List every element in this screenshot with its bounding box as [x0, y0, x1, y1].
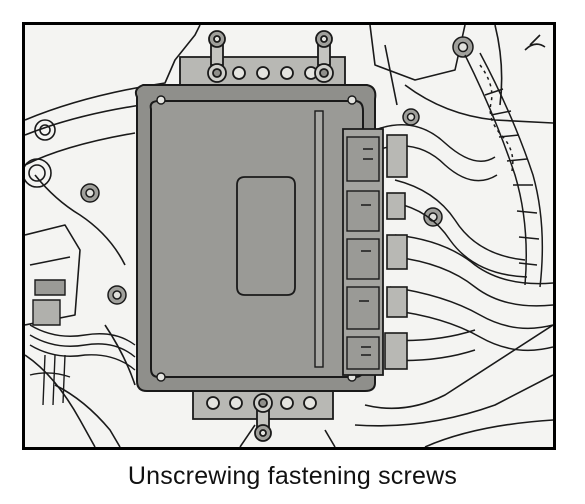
left-wiring — [29, 279, 136, 406]
figure-frame — [22, 22, 556, 450]
connector-plugs — [384, 134, 408, 370]
connector-block — [342, 128, 384, 376]
figure-caption: Unscrewing fastening screws — [127, 462, 458, 490]
loose-bolts — [80, 36, 474, 305]
screw-top-left — [207, 30, 227, 83]
screw-top-right — [314, 30, 334, 83]
control-unit — [134, 84, 377, 392]
right-cable-harness — [374, 52, 553, 362]
left-grommets — [25, 119, 56, 188]
fastening-screws — [207, 30, 334, 442]
screw-bottom — [253, 393, 273, 442]
ecu-illustration — [25, 25, 553, 447]
background-structure — [25, 25, 553, 447]
